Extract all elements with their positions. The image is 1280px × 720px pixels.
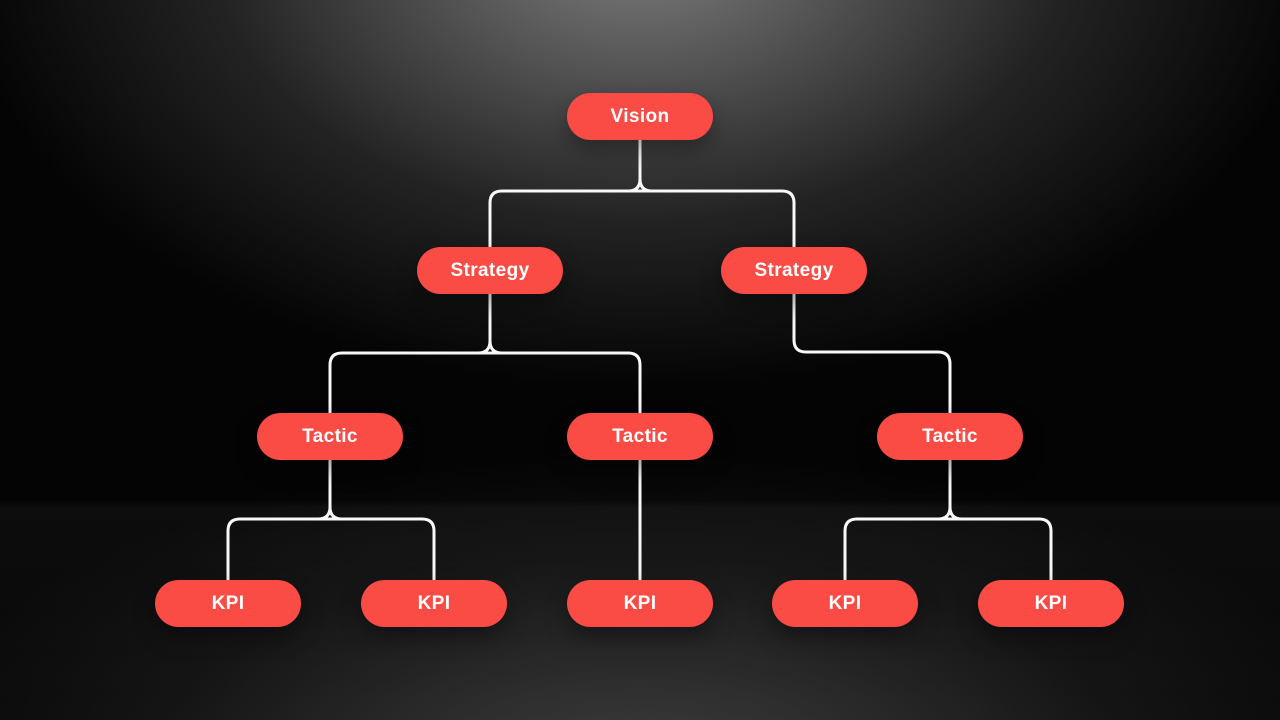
- diagram-node-kpi-1: KPI: [155, 580, 301, 627]
- diagram-node-tactic-left: Tactic: [257, 413, 403, 460]
- connector-tactic-right-split: [843, 505, 1053, 582]
- diagram-node-kpi-3: KPI: [567, 580, 713, 627]
- connector-strategy-right-jog: [792, 338, 952, 509]
- diagram-node-tactic-middle: Tactic: [567, 413, 713, 460]
- diagram-node-kpi-5: KPI: [978, 580, 1124, 627]
- connector-strategy-left-split: [328, 339, 642, 582]
- connector-tactic-left-split: [226, 457, 436, 582]
- diagram-node-strategy-right: Strategy: [721, 247, 867, 294]
- diagram-node-tactic-right: Tactic: [877, 413, 1023, 460]
- diagram-node-kpi-4: KPI: [772, 580, 918, 627]
- diagram-node-strategy-left: Strategy: [417, 247, 563, 294]
- connector-vision-split: [488, 138, 796, 343]
- diagram-node-vision: Vision: [567, 93, 713, 140]
- diagram-node-kpi-2: KPI: [361, 580, 507, 627]
